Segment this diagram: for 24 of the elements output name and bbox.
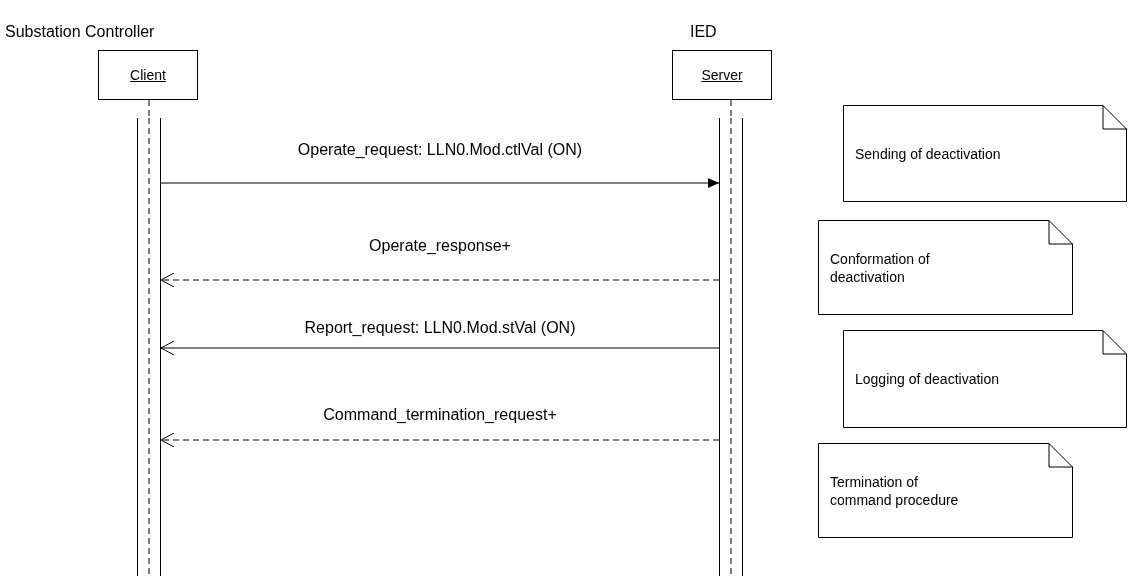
line [148,99,150,119]
line [730,99,732,119]
note [818,443,1073,538]
note-text: Termination of command procedure [830,472,960,509]
participant-name: IED [690,22,717,42]
message-label: Report_request: LLN0.Mod.stVal (ON) [304,318,576,338]
participant-box: Server [672,50,772,100]
arrow [160,432,720,448]
arrow [160,272,720,288]
note-text: Sending of deactivation [855,144,1002,163]
note [843,105,1127,202]
arrow [160,340,720,356]
message-label: Command_termination_request+ [323,405,557,425]
participant-name: Substation Controller [5,22,155,42]
note [818,220,1073,315]
note-text: Conformation of deactivation [830,249,931,286]
activation-bar [719,118,743,576]
message-label: Operate_request: LLN0.Mod.ctlVal (ON) [297,140,583,160]
message-label: Operate_response+ [369,236,511,256]
note-text: Logging of deactivation [855,370,1000,388]
participant-box: Client [98,50,198,100]
activation-bar [137,118,161,576]
note [843,330,1127,428]
arrow [160,178,720,188]
